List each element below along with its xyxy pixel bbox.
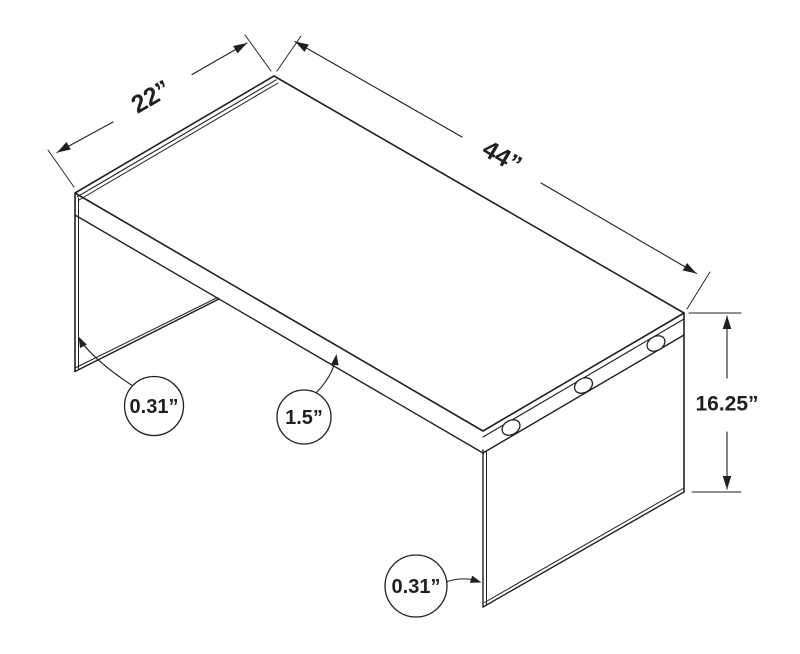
callout-balloon	[123, 375, 185, 437]
dimension-arrow-icon	[682, 263, 697, 274]
extension-line	[276, 35, 302, 72]
extension-line	[47, 149, 75, 188]
length-dimension-label: 44”	[478, 135, 527, 179]
dimension-arrow-icon	[233, 43, 247, 54]
height-dimension-label: 16.25”	[695, 393, 758, 416]
leader-arrow-icon	[78, 336, 87, 348]
extension-line	[686, 271, 711, 310]
right-panel-thickness-label: 0.31”	[392, 576, 441, 598]
connector-bolt-icon	[573, 377, 594, 394]
dimension-line	[540, 182, 698, 275]
callout-balloon	[384, 554, 448, 618]
dimension-arrow-icon	[57, 142, 71, 153]
callout-balloon	[276, 389, 332, 445]
depth-dimension-label: 22”	[127, 75, 176, 119]
connector-bolt-icon	[646, 335, 666, 352]
table-top-front-bottom-edge	[74, 214, 484, 454]
right-panel-bottom-edge-inner	[484, 487, 685, 603]
table-top-surface	[74, 75, 685, 432]
table-top-right-bottom-edge	[482, 334, 685, 454]
dimension-arrow-icon	[295, 41, 309, 52]
left-panel-bottom-edge-inner	[75, 297, 218, 368]
dimension-line	[294, 40, 463, 138]
callout-right-panel-thickness: 0.31”	[384, 554, 482, 618]
left-panel-thickness-label: 0.31”	[130, 396, 179, 418]
left-panel-bottom-edge	[74, 298, 220, 373]
leader-arrow-icon	[331, 354, 339, 366]
connector-bolt-icon	[501, 419, 521, 436]
top-thickness-label: 1.5”	[285, 407, 323, 429]
leader-arrow-icon	[469, 575, 482, 583]
extension-line	[244, 34, 272, 72]
right-panel-bottom-edge	[482, 491, 685, 608]
callout-top-thickness: 1.5”	[276, 354, 339, 445]
table-top-edge-line	[78, 82, 279, 201]
dimension-arrow-icon	[722, 476, 732, 490]
dimension-arrow-icon	[722, 315, 732, 329]
connector-bolts	[501, 335, 666, 436]
right-glass-panel	[482, 312, 685, 608]
callout-left-panel-thickness: 0.31”	[78, 336, 185, 437]
table-top-edge-line	[76, 79, 277, 198]
table-drawing	[74, 75, 685, 608]
dimension-height: 16.25”	[688, 312, 759, 493]
left-glass-panel	[74, 192, 220, 373]
